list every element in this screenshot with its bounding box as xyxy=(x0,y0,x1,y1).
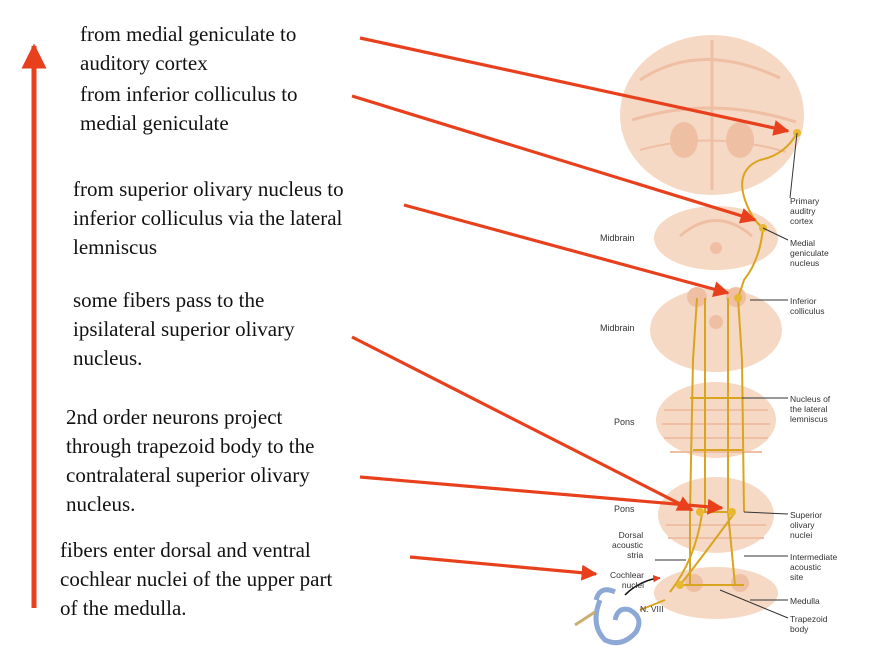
cochlea-illustration xyxy=(574,574,666,646)
pons-upper-section xyxy=(656,382,776,458)
note-cochlear-nuclei-entry: fibers enter dorsal and ventral cochlear… xyxy=(60,538,333,620)
label-intermediate-stria: Intermediate acoustic site xyxy=(790,552,838,582)
label-medial-geniculate: Medial geniculate nucleus xyxy=(790,238,829,268)
label-superior-olivary: Superior olivary nuclei xyxy=(790,510,823,540)
arrow-to-medial-geniculate xyxy=(351,94,757,224)
medulla-section xyxy=(654,567,778,619)
arrow-to-ipsilateral-olivary xyxy=(351,335,694,512)
arrow-to-cochlear-nuclei xyxy=(409,555,598,581)
arrow-to-cortex xyxy=(359,36,790,136)
region-label-pons-upper: Pons xyxy=(614,417,635,427)
region-label-midbrain-upper: Midbrain xyxy=(600,233,635,243)
label-leaders xyxy=(655,132,798,619)
pons-lower-section xyxy=(658,477,774,553)
pointer-arrows xyxy=(351,36,790,581)
midbrain-upper-section xyxy=(654,206,778,270)
label-lateral-lemniscus: Nucleus of the lateral lemniscus xyxy=(790,394,831,424)
label-cochlear-nuclei: Cochlear nuclei xyxy=(610,570,645,590)
label-dorsal-acoustic-stria: Dorsal acoustic stria xyxy=(612,530,644,560)
label-trapezoid-body: Trapezoid body xyxy=(790,614,828,634)
pathway-nuclei xyxy=(676,129,801,589)
arrow-to-inferior-colliculus xyxy=(403,203,730,297)
note-second-order-neurons: 2nd order neurons project through trapez… xyxy=(66,405,315,516)
region-label-pons-lower: Pons xyxy=(614,504,635,514)
label-medulla: Medulla xyxy=(790,596,820,606)
label-inferior-colliculus: Inferior colliculus xyxy=(790,296,825,316)
arrow-to-contralateral-olivary xyxy=(359,475,724,515)
note-medial-geniculate-to-cortex: from medial geniculate to auditory corte… xyxy=(80,22,297,75)
label-nerve-viii: N. VIII xyxy=(640,604,664,614)
region-label-midbrain-lower: Midbrain xyxy=(600,323,635,333)
note-colliculus-to-geniculate: from inferior colliculus to medial genic… xyxy=(80,82,298,135)
label-primary-auditory-cortex: Primary auditry cortex xyxy=(790,196,820,226)
note-ipsilateral-fibers: some fibers pass to the ipsilateral supe… xyxy=(73,288,295,370)
note-olivary-to-colliculus: from superior olivary nucleus to inferio… xyxy=(73,177,344,259)
